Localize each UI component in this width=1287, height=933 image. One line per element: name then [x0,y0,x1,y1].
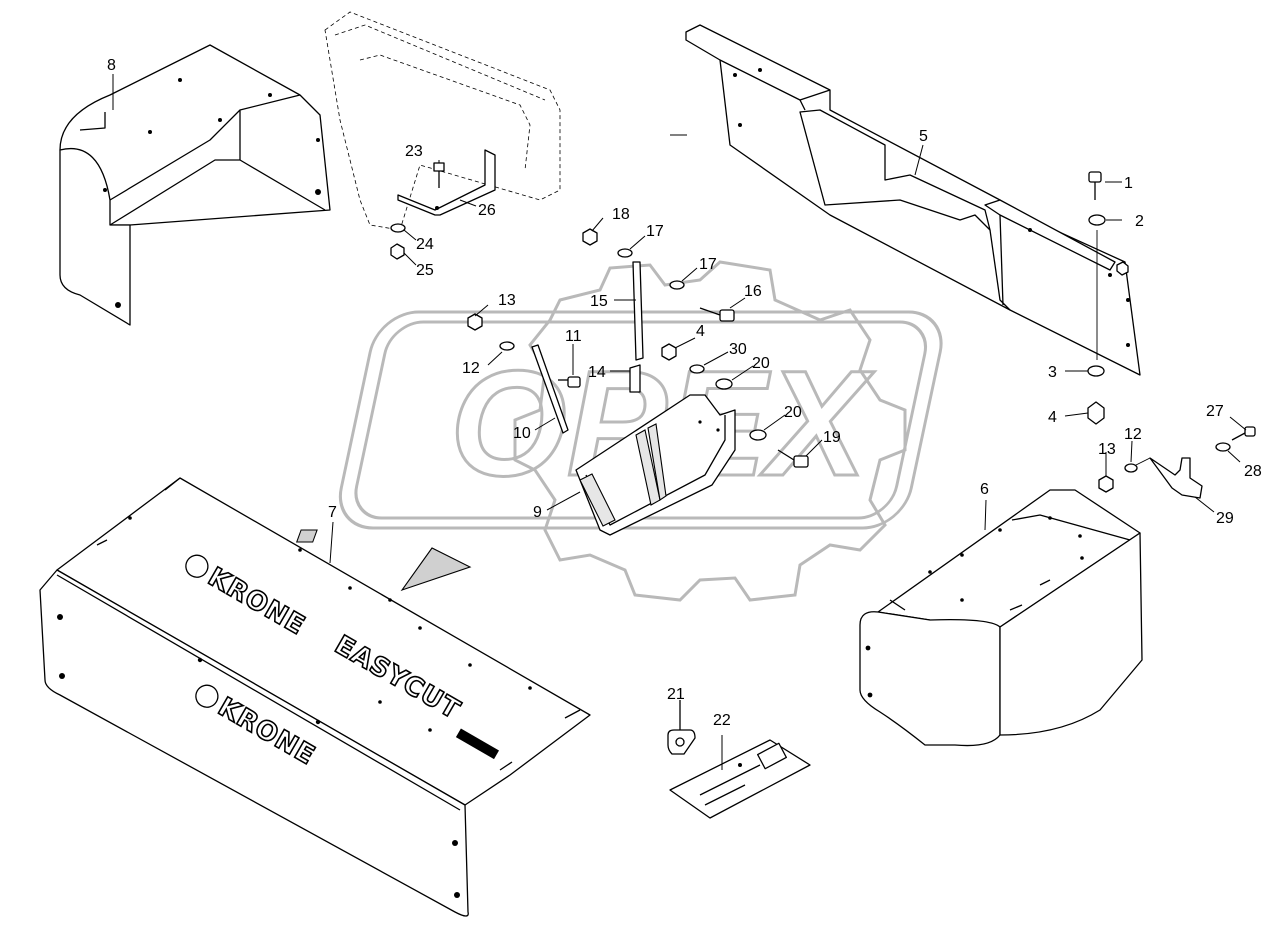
callout-25: 25 [416,262,434,279]
bolt-part-11 [558,376,581,388]
callout-5: 5 [919,128,928,145]
callout-29: 29 [1216,510,1234,527]
washer-part-12 [499,341,515,351]
washer-part-20a [715,378,733,390]
watermark-gear-outline [513,260,907,602]
rear-guard-part-5 [685,24,1141,376]
callout-12-right: 12 [1124,426,1142,443]
washer-part-3 [1087,365,1105,377]
callout-14: 14 [588,364,606,381]
decal-part-22 [669,739,811,819]
callout-6: 6 [980,481,989,498]
callout-12: 12 [462,360,480,377]
callout-23: 23 [405,143,423,160]
washer-part-30 [689,364,705,374]
callout-20b: 20 [784,404,802,421]
bolt-part-16 [699,307,735,322]
front-guard-part-7: KRONE EASYCUT KRONE [39,477,591,917]
callout-24: 24 [416,236,434,253]
callout-28: 28 [1244,463,1262,480]
callout-27: 27 [1206,403,1224,420]
callout-22: 22 [713,712,731,729]
callout-26: 26 [478,202,496,219]
bracket-part-26 [397,149,496,216]
bolt-part-27 [1231,426,1256,441]
callout-21: 21 [667,686,685,703]
nut-part-18 [582,228,598,246]
callout-9: 9 [533,504,542,521]
callout-1: 1 [1124,175,1133,192]
callout-15: 15 [590,293,608,310]
nut-part-25 [390,243,405,260]
leader-lines [112,74,1247,770]
nut-part-13 [467,313,483,331]
washer-part-24 [390,223,406,233]
nut-part-4 [1087,401,1105,425]
nut-part-13-right [1098,475,1114,493]
bolt-part-19 [777,449,809,468]
callout-numbers: 1 2 3 4 5 6 7 8 9 10 11 12 13 14 15 16 1… [107,57,1262,729]
callout-17b: 17 [699,256,717,273]
washer-part-2 [1088,214,1106,226]
washer-part-17a [617,248,633,258]
washer-part-12-right [1124,463,1138,473]
guard-right-part-6 [859,489,1143,747]
washer-part-17b [669,280,685,290]
callout-30: 30 [729,341,747,358]
callout-17a: 17 [646,223,664,240]
rod-part-10 [531,344,569,434]
bolt-part-23 [433,162,445,188]
bracket-part-29 [1149,457,1203,499]
callout-3: 3 [1048,364,1057,381]
callout-19: 19 [823,429,841,446]
callout-16: 16 [744,283,762,300]
callout-13: 13 [498,292,516,309]
callout-4-center: 4 [696,323,705,340]
nut-part-4-center [661,343,677,361]
frame-upper-dashed [324,11,561,231]
step-part-9 [575,394,736,536]
plate-part-14 [629,364,641,393]
latch-part-21 [667,700,696,755]
washer-part-20b [749,429,767,441]
callout-20a: 20 [752,355,770,372]
guard-left-part-8 [59,44,331,326]
callout-4: 4 [1048,409,1057,426]
callout-2: 2 [1135,213,1144,230]
callout-10: 10 [513,425,531,442]
washer-part-28 [1215,442,1231,452]
callout-7: 7 [328,504,337,521]
callout-18: 18 [612,206,630,223]
callout-8: 8 [107,57,116,74]
strip-part-15 [632,261,644,361]
callout-13-right: 13 [1098,441,1116,458]
callout-11: 11 [565,328,582,345]
bolt-part-1 [1088,171,1102,200]
